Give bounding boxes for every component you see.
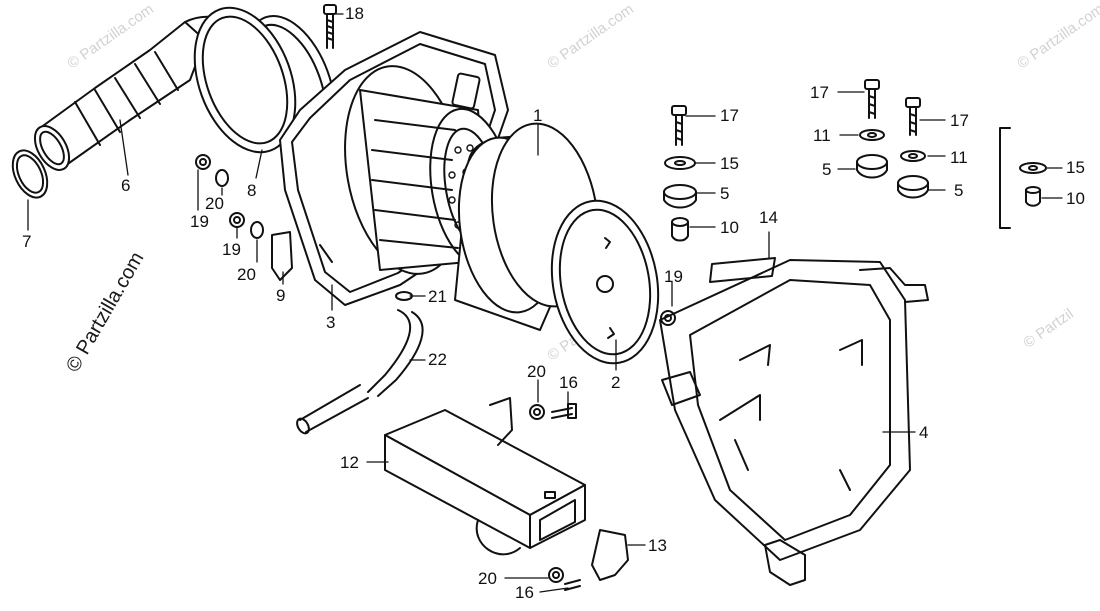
callout-19b: 19	[222, 240, 241, 259]
callout-5c: 5	[954, 181, 964, 200]
part-14-label	[709, 257, 776, 283]
callout-22: 22	[428, 350, 447, 369]
part-2-cover	[550, 199, 660, 365]
callout-11b: 11	[950, 148, 968, 167]
callout-5b: 5	[822, 160, 832, 179]
callout-13: 13	[648, 536, 667, 555]
callout-7: 7	[22, 232, 32, 251]
callout-11a: 11	[813, 126, 831, 145]
callout-6: 6	[121, 176, 131, 195]
callout-17c: 17	[950, 111, 969, 130]
callout-17b: 17	[810, 83, 829, 102]
callout-15a: 15	[720, 154, 739, 173]
callout-19a: 19	[190, 212, 209, 231]
callout-5a: 5	[720, 184, 730, 203]
callout-10a: 10	[720, 218, 739, 237]
callout-15b: 15	[1066, 158, 1085, 177]
callout-20c: 20	[527, 362, 546, 381]
callout-21: 21	[428, 287, 447, 306]
callout-10b: 10	[1066, 189, 1085, 208]
callout-14: 14	[759, 208, 778, 227]
callout-19c: 19	[664, 267, 683, 286]
callout-8: 8	[247, 181, 257, 200]
part-18-bolt	[323, 4, 337, 49]
callout-20d: 20	[478, 569, 497, 588]
callout-16a: 16	[559, 373, 578, 392]
part-4-side-cover	[659, 259, 929, 586]
part-12-box	[384, 397, 586, 556]
leader-lines	[27, 13, 1063, 593]
part-22-hose	[296, 309, 424, 435]
part-13-bracket	[591, 529, 629, 581]
callout-9: 9	[276, 286, 286, 305]
duct-collar	[193, 6, 297, 154]
callout-18: 18	[345, 4, 364, 23]
callout-17a: 17	[720, 106, 739, 125]
right-hardware	[663, 79, 1047, 242]
callout-12: 12	[340, 453, 359, 472]
mid-hardware	[529, 310, 676, 591]
callout-2: 2	[611, 373, 621, 392]
callout-1: 1	[533, 106, 543, 125]
callout-16b: 16	[515, 583, 534, 602]
left-hardware	[195, 154, 293, 281]
callout-3: 3	[326, 313, 336, 332]
callout-20a: 20	[205, 194, 224, 213]
part-7-ring	[11, 149, 49, 199]
callout-20b: 20	[237, 265, 256, 284]
callout-4: 4	[919, 423, 929, 442]
